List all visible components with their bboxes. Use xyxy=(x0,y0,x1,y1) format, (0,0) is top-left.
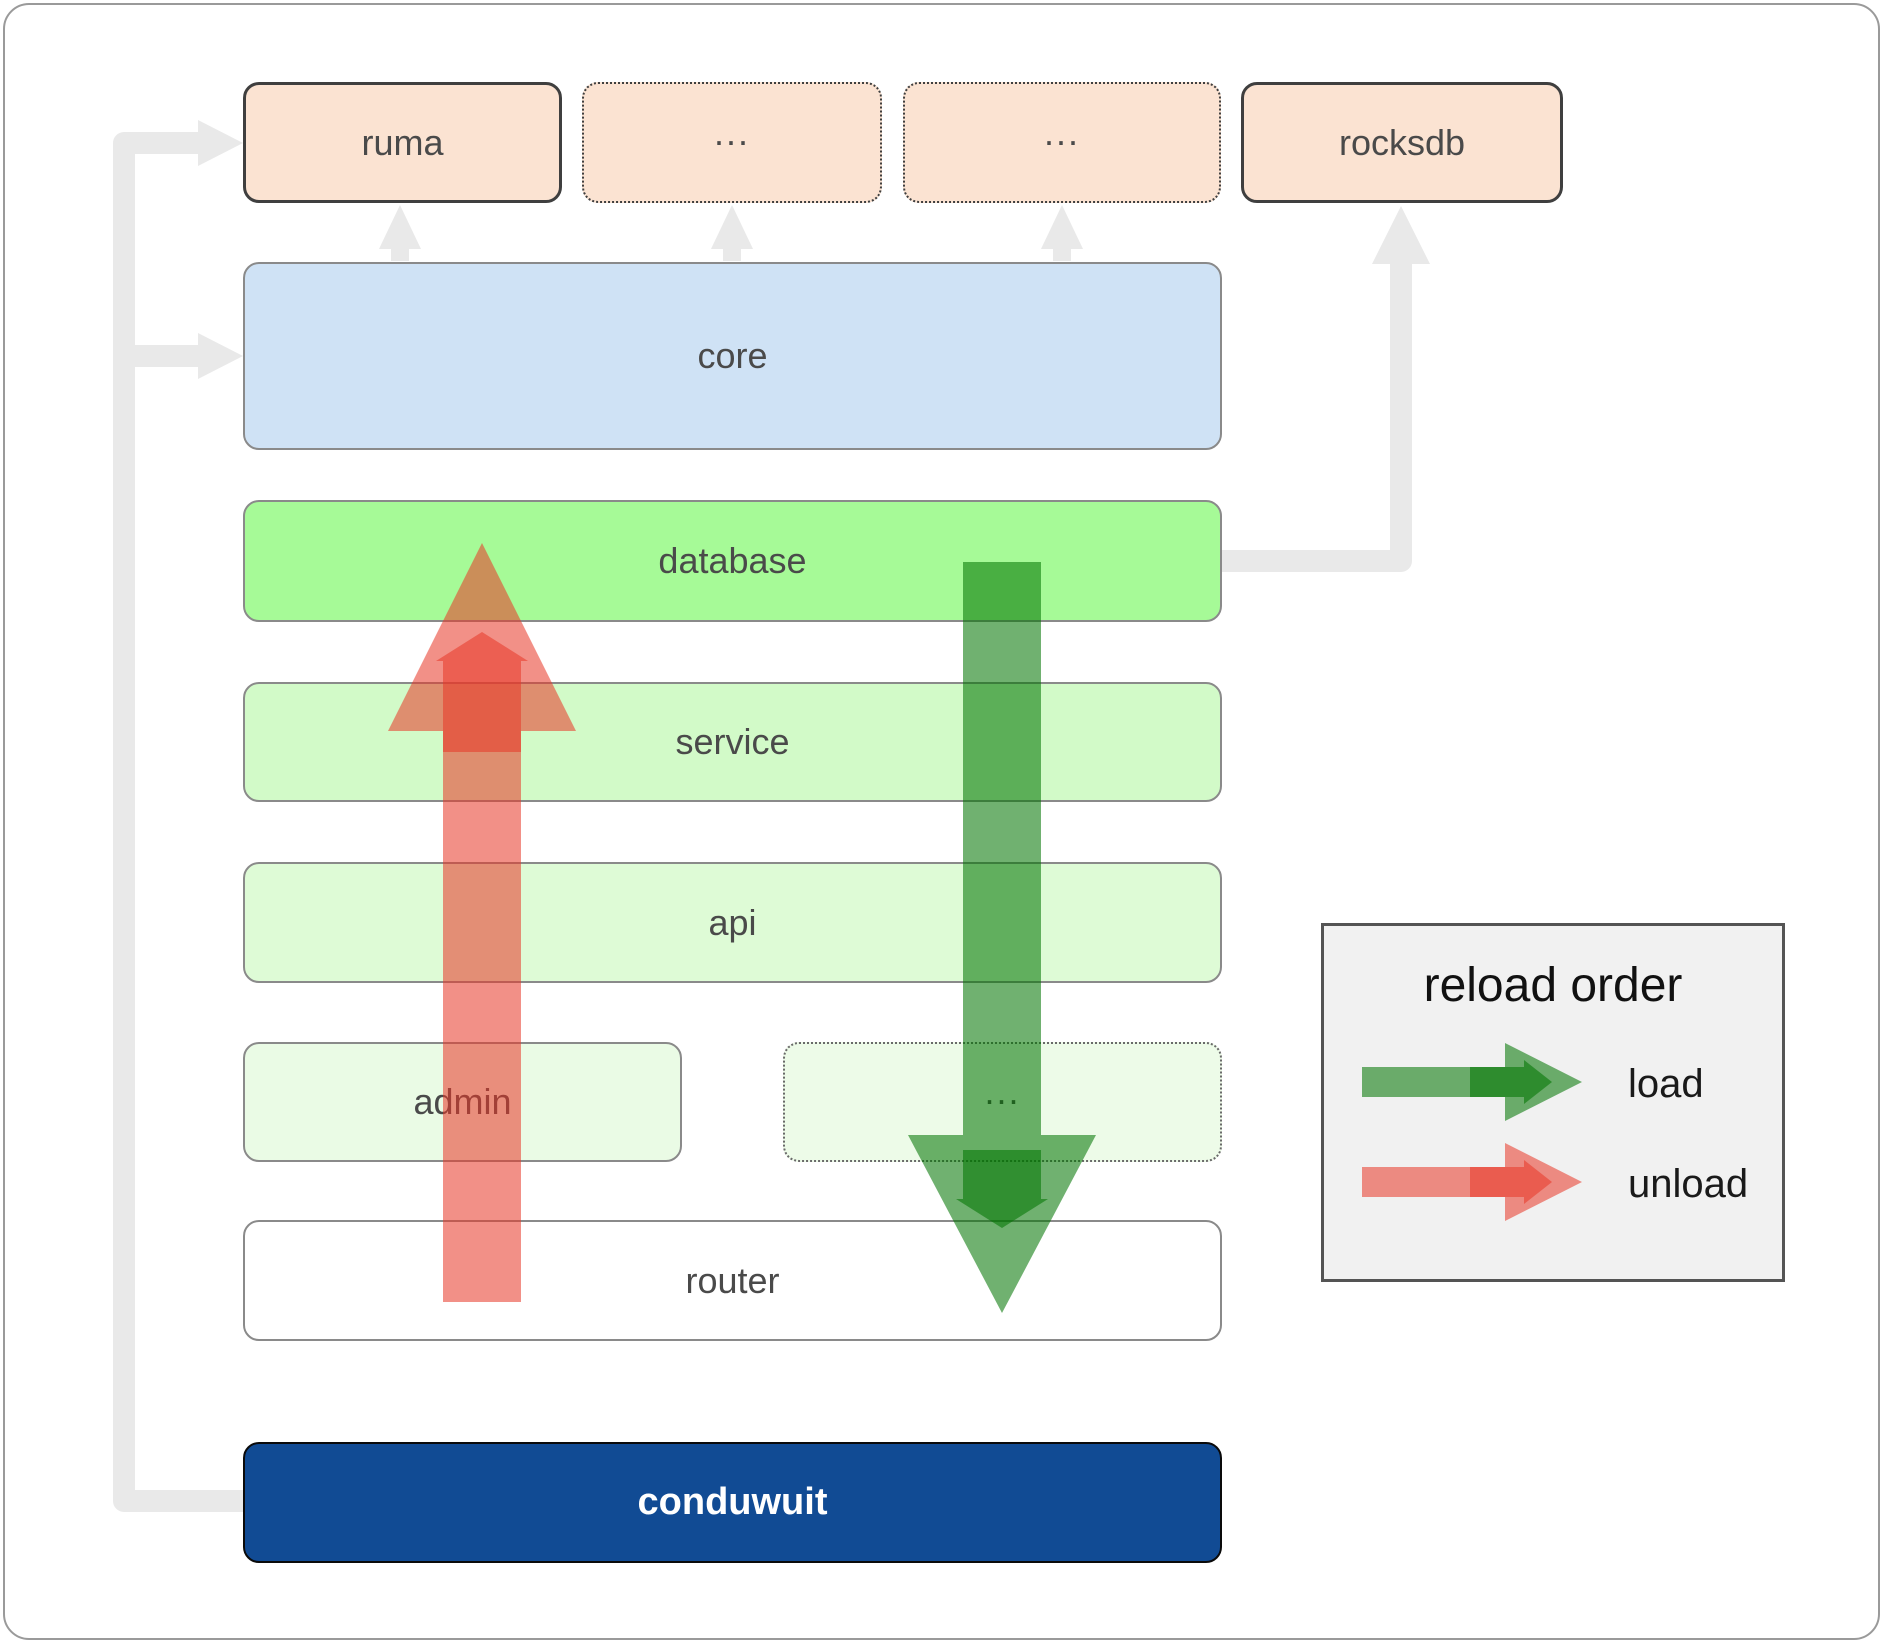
legend-load-arrow-icon xyxy=(1362,1043,1582,1121)
database-to-rocksdb-connector xyxy=(1222,206,1430,572)
legend-unload-label: unload xyxy=(1628,1162,1749,1206)
node-service-label: service xyxy=(675,721,790,762)
node-rocksdb-label: rocksdb xyxy=(1338,121,1466,163)
core-to-dep2-arrowhead-icon xyxy=(711,205,753,249)
legend-title: reload order xyxy=(1423,959,1683,1012)
node-database-label: database xyxy=(658,540,807,581)
node-core: core xyxy=(243,262,1222,450)
node-conduwuit-label: conduwuit xyxy=(637,1481,828,1523)
legend-load-arrow-inner-head xyxy=(1470,1060,1552,1104)
node-router-label: router xyxy=(685,1259,780,1301)
core-dependency-arrows xyxy=(379,205,1083,261)
arrowhead-into-ruma-icon xyxy=(198,120,243,166)
arrowhead-into-rocksdb-icon xyxy=(1372,206,1430,264)
node-api-label: api xyxy=(708,901,757,943)
load-arrow-icon xyxy=(908,562,1096,1313)
node-rocksdb: rocksdb xyxy=(1241,82,1563,203)
node-dependency-ellipsis-2-label: ... xyxy=(1043,111,1080,153)
arrowhead-into-core-icon xyxy=(198,333,243,379)
node-api: api xyxy=(243,862,1222,983)
node-router: router xyxy=(243,1220,1222,1341)
node-conduwuit: conduwuit xyxy=(243,1442,1222,1563)
unload-arrow-body xyxy=(388,543,576,1302)
unload-arrow-inner-head xyxy=(436,632,528,752)
legend-unload-arrow-icon xyxy=(1362,1143,1582,1221)
conduwuit-to-ruma-line xyxy=(113,132,243,1512)
database-to-rocksdb-line xyxy=(1222,263,1412,572)
unload-arrow-icon xyxy=(388,543,576,1302)
core-to-dep3-arrowhead-icon xyxy=(1041,205,1083,249)
load-arrow-body xyxy=(908,562,1096,1313)
legend-unload-arrow-inner-head xyxy=(1470,1160,1552,1204)
node-dependency-ellipsis-1-label: ... xyxy=(713,111,750,153)
outer-frame xyxy=(3,3,1880,1640)
conduwuit-dependency-connector xyxy=(113,120,243,1512)
core-to-ruma-arrowhead-icon xyxy=(379,205,421,249)
node-database: database xyxy=(243,500,1222,622)
node-ruma-label: ruma xyxy=(361,121,444,163)
node-ruma: ruma xyxy=(243,82,562,203)
legend-load-label: load xyxy=(1628,1062,1704,1106)
node-dependency-ellipsis-1: ... xyxy=(582,82,882,203)
node-core-label: core xyxy=(697,335,768,376)
legend-reload-order: reload order load unload xyxy=(1321,923,1785,1282)
load-arrow-inner-head xyxy=(956,1150,1048,1228)
node-dependency-ellipsis-2: ... xyxy=(903,82,1221,203)
